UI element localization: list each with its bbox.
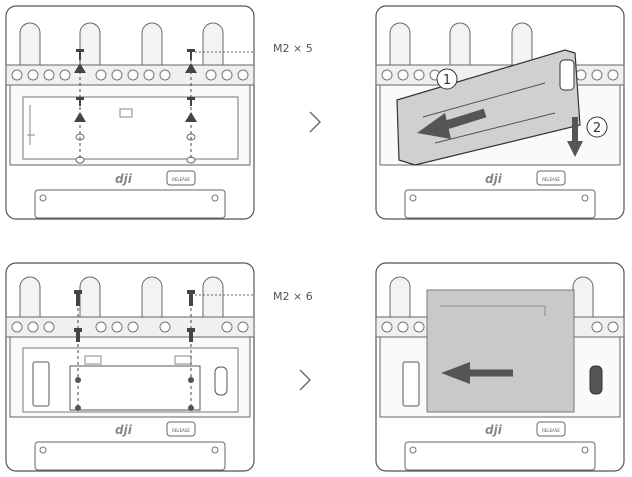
dji-logo: dji xyxy=(485,423,503,437)
release-button-label: RELEASE xyxy=(172,428,190,433)
marker-2: 2 xyxy=(593,121,601,136)
step-2-illustration: 1 2 dji RELEASE xyxy=(375,5,625,220)
release-button-label: RELEASE xyxy=(542,428,560,433)
step-4-illustration: dji RELEASE xyxy=(375,262,625,472)
step-panel-1: dji RELEASE xyxy=(5,5,275,220)
release-button-label: RELEASE xyxy=(542,177,560,182)
dji-logo: dji xyxy=(115,172,133,186)
step-panel-3: dji RELEASE xyxy=(5,262,275,472)
step-3-illustration: dji RELEASE xyxy=(5,262,275,472)
chevron-right-icon xyxy=(299,369,311,391)
release-button-label: RELEASE xyxy=(172,177,190,182)
step-panel-4: dji RELEASE xyxy=(375,262,625,472)
screw-callout-m2x6: M2 × 6 xyxy=(273,290,313,303)
screw-callout-m2x5: M2 × 5 xyxy=(273,42,313,55)
dji-logo: dji xyxy=(115,423,133,437)
dji-logo: dji xyxy=(485,172,503,186)
chevron-right-icon xyxy=(309,111,321,133)
marker-1: 1 xyxy=(443,73,451,88)
step-1-illustration: dji RELEASE xyxy=(5,5,275,220)
step-panel-2: 1 2 dji RELEASE xyxy=(375,5,625,220)
